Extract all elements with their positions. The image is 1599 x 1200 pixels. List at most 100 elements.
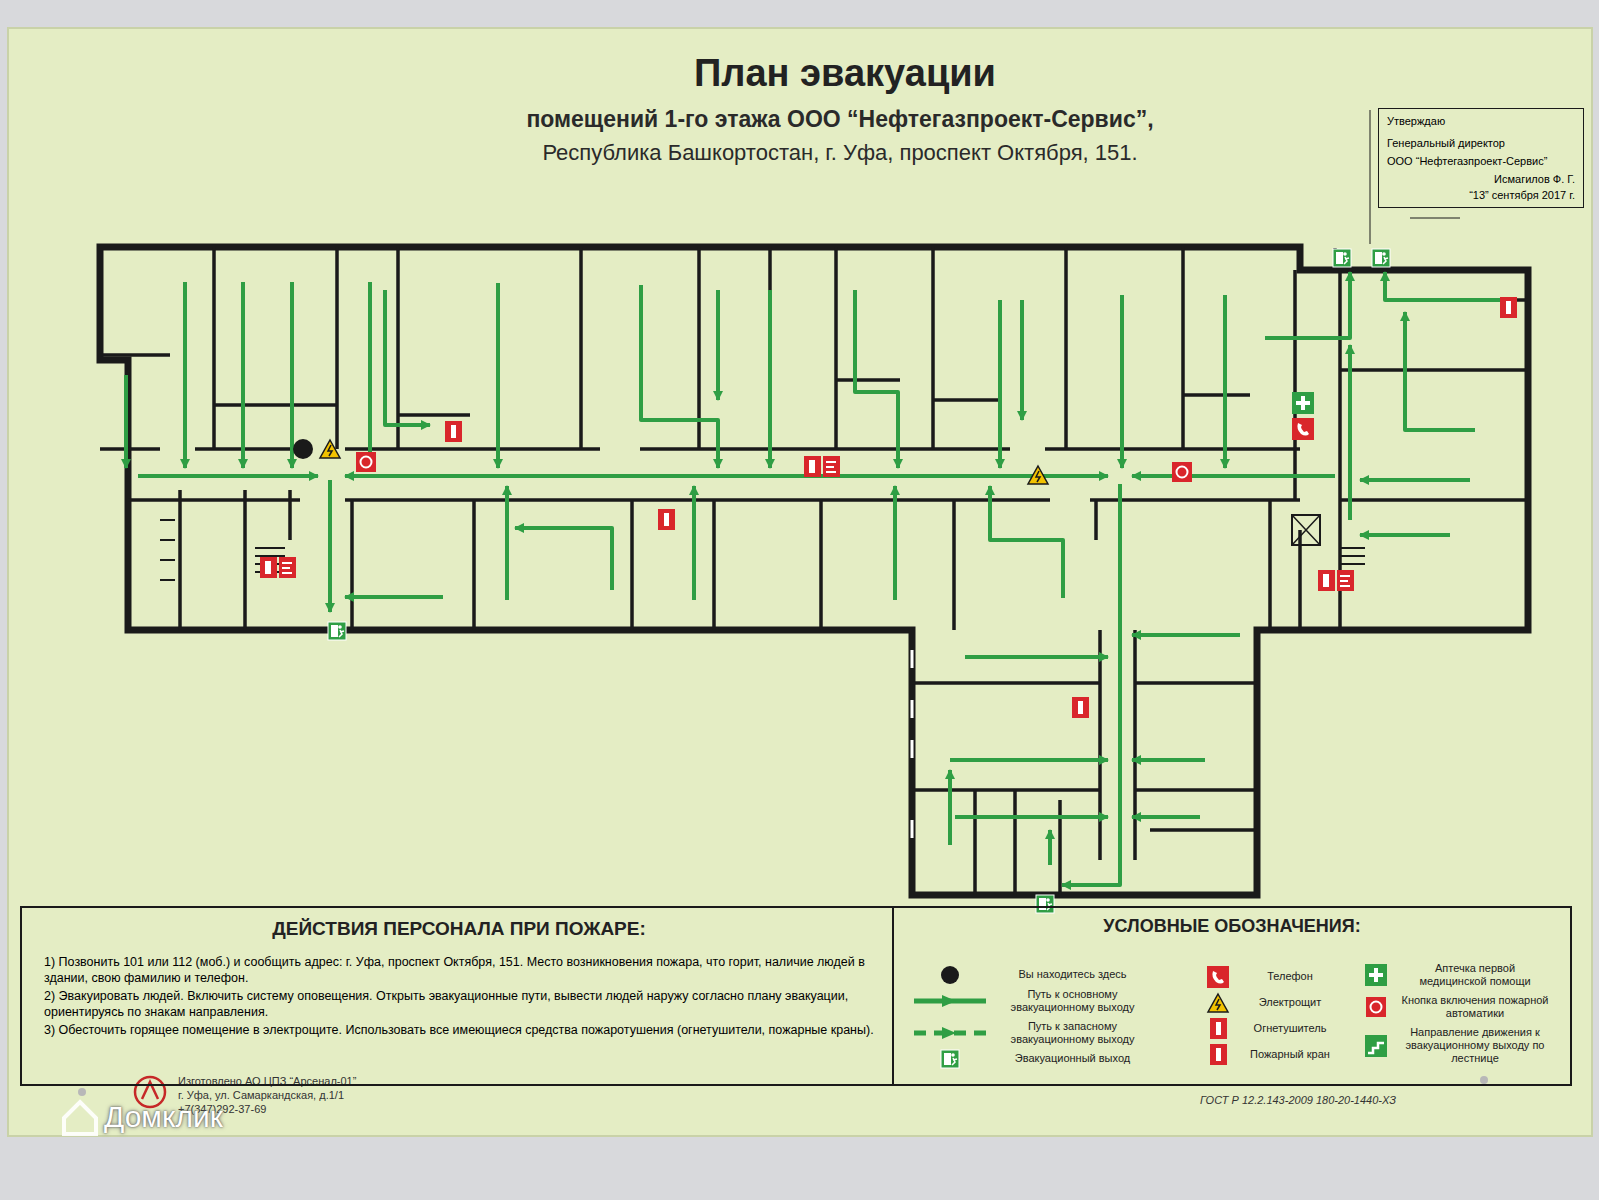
- legend-text: Телефон: [1240, 970, 1340, 983]
- extinguisher-icon: [1210, 1018, 1227, 1039]
- legend-sample: [1210, 1018, 1227, 1039]
- subtitle: помещений 1-го этажа ООО “Нефтегазпроект…: [300, 106, 1380, 133]
- extinguisher-icon: [1500, 297, 1517, 318]
- legend-sample: [1365, 964, 1387, 986]
- legend-sample: [1208, 994, 1228, 1012]
- panel-text: “13” сентября 2017 г.: [1387, 189, 1575, 201]
- approval-rule: [1370, 110, 1371, 244]
- legend-text: Электрощит: [1240, 996, 1340, 1009]
- legend-sample: [1366, 997, 1386, 1017]
- legend-sample: [941, 1050, 959, 1068]
- hydrant-icon: [1210, 1044, 1227, 1065]
- route: [1265, 272, 1350, 338]
- route-arrowhead: [942, 995, 956, 1007]
- route: [948, 770, 952, 845]
- plan-title: План эвакуации: [245, 52, 1445, 95]
- route: [290, 282, 294, 468]
- panel-text: Исмагилов Ф. Г.: [1387, 173, 1575, 185]
- route: [965, 655, 1108, 659]
- plate: [8, 28, 1592, 1136]
- route: [1360, 478, 1470, 482]
- route: [1385, 272, 1500, 300]
- route: [1405, 312, 1475, 430]
- alarm-button-icon: [356, 452, 376, 472]
- panel-heading: УСЛОВНЫЕ ОБОЗНАЧЕНИЯ:: [904, 916, 1560, 937]
- legend-text: Кнопка включения пожарной автоматики: [1400, 994, 1550, 1020]
- route: [496, 283, 500, 468]
- route: [1020, 300, 1024, 420]
- panel-text: ООО “Нефтегазпроект-Сервис”: [1387, 155, 1575, 167]
- icon-mark: [1368, 1043, 1384, 1053]
- electric-panel-icon: [1208, 994, 1228, 1012]
- window-marks: [911, 650, 914, 838]
- evacuation-routes: [126, 272, 1500, 885]
- route: [990, 486, 1063, 598]
- you-are-here-dot: [293, 439, 313, 459]
- phone-icon: [1207, 966, 1229, 988]
- legend-text: Путь к запасному эвакуационному выходу: [990, 1020, 1155, 1046]
- alarm-button-icon: [1172, 462, 1192, 482]
- route: [385, 290, 430, 425]
- you-are-here-dot: [941, 966, 959, 984]
- outer-wall: [100, 247, 1528, 895]
- route: [1132, 815, 1200, 819]
- route: [515, 528, 612, 590]
- route: [700, 474, 1108, 478]
- elevator-cross: [1292, 515, 1320, 545]
- legend-sample: [1365, 1035, 1387, 1057]
- route: [505, 486, 509, 600]
- route: [345, 474, 700, 478]
- route: [1132, 633, 1240, 637]
- route: [955, 815, 1108, 819]
- route: [183, 282, 187, 468]
- panel-heading: Утверждаю: [1387, 115, 1575, 127]
- first-aid-icon: [1365, 964, 1387, 986]
- legend-sample: [1210, 1044, 1227, 1065]
- route: [124, 375, 128, 468]
- watermark: Домклик: [104, 1100, 364, 1134]
- route-arrowhead: [942, 1027, 956, 1039]
- extinguisher-icon: [1072, 697, 1089, 718]
- route: [241, 282, 245, 468]
- legend-text: Путь к основному эвакуационному выходу: [990, 988, 1155, 1014]
- exit-icon: [1036, 895, 1054, 913]
- route: [1132, 758, 1205, 762]
- route: [1132, 474, 1335, 478]
- legend-text: Направление движения к эвакуационному вы…: [1400, 1026, 1550, 1065]
- route: [1062, 484, 1120, 885]
- phone-icon: [1292, 418, 1314, 440]
- route: [716, 290, 720, 400]
- alarm-button-icon: [1366, 997, 1386, 1017]
- legend-sample: [912, 994, 988, 1008]
- extinguisher-icon: [445, 421, 462, 442]
- route: [692, 486, 696, 600]
- exit-icon: [328, 622, 346, 640]
- elevator-shaft: [1292, 515, 1320, 545]
- hydrant-icon: [804, 456, 840, 477]
- panel-text: 3) Обесточить горящее помещение в электр…: [44, 1022, 874, 1038]
- route: [328, 480, 332, 612]
- route: [1348, 345, 1352, 520]
- icon-ground: [1365, 1035, 1387, 1057]
- route: [345, 595, 443, 599]
- stair-treads: [160, 520, 1365, 580]
- route: [893, 486, 897, 600]
- legend-text: Пожарный кран: [1240, 1048, 1340, 1061]
- legend-sample: [912, 1026, 988, 1040]
- signature-line: [1410, 218, 1460, 219]
- exit-icon: [1333, 249, 1351, 267]
- route: [1048, 830, 1052, 865]
- route: [368, 282, 372, 468]
- hydrant-icon: [260, 557, 296, 578]
- legend-text: Вы находитесь здесь: [990, 968, 1155, 981]
- route: [768, 290, 772, 468]
- approval-stamp: УтверждаюГенеральный директорООО “Нефтег…: [1378, 108, 1584, 208]
- route: [855, 290, 898, 468]
- route: [950, 758, 1108, 762]
- legend-text: Аптечка первой медицинской помощи: [1400, 962, 1550, 988]
- route: [1360, 533, 1450, 537]
- fire-actions-panel: ДЕЙСТВИЯ ПЕРСОНАЛА ПРИ ПОЖАРЕ:1) Позвони…: [20, 906, 892, 1086]
- route: [998, 300, 1002, 468]
- plate-screw: [78, 1088, 86, 1096]
